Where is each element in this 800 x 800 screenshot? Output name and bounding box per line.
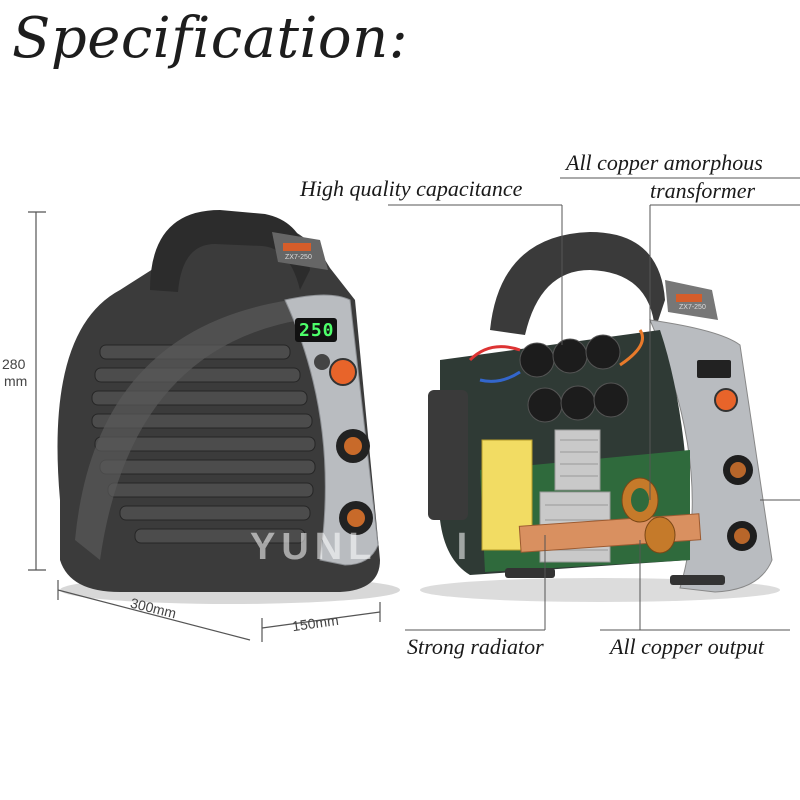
model-label-cutaway: ZX7-250	[679, 304, 706, 311]
model-label-front: ZX7-250	[285, 254, 312, 261]
page-title: Specification:	[12, 6, 409, 71]
dimension-lines	[28, 211, 381, 642]
welder-front-view	[57, 210, 400, 604]
callout-transformer-line2: transformer	[650, 178, 756, 203]
callout-output: All copper output	[610, 634, 764, 659]
callout-lines	[388, 177, 800, 631]
height-value: 280	[2, 356, 26, 372]
callout-transformer-line1: All copper amorphous	[566, 150, 763, 175]
watermark: YUNLINLI	[250, 526, 474, 568]
callout-capacitance: High quality capacitance	[300, 176, 523, 201]
height-unit: mm	[4, 373, 28, 389]
callout-radiator: Strong radiator	[407, 634, 544, 659]
lcd-display-reading: 250	[299, 320, 335, 341]
welder-cutaway-view	[420, 232, 780, 602]
